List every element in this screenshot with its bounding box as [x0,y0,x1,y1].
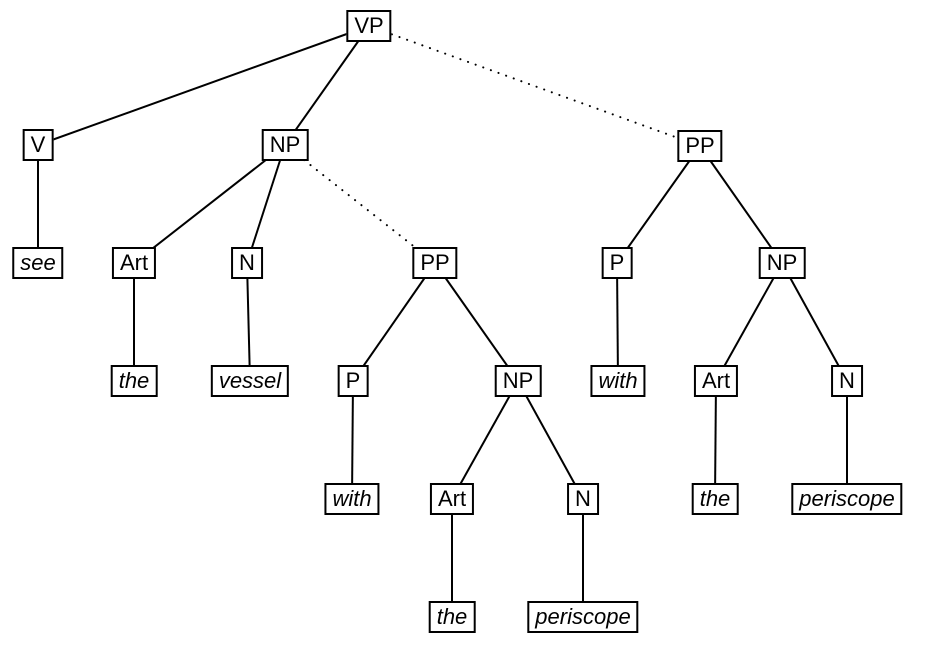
tree-node-periscope-mid: periscope [527,601,639,633]
tree-node-with-right: with [590,365,646,397]
tree-edge-pp-right-p-right [616,145,701,264]
tree-edge-vp-np-obj [284,25,370,146]
tree-node-n-obj: N [231,247,263,279]
tree-node-the-right: the [691,483,739,515]
tree-node-vessel: vessel [210,365,290,397]
tree-node-vp: VP [346,10,392,42]
tree-edge-np-right-art-right [715,262,783,382]
tree-node-pp-right: PP [677,130,723,162]
tree-node-np-obj: NP [261,129,309,161]
tree-edge-pp-mid-p-mid [352,262,436,382]
tree-node-n-mid: N [567,483,599,515]
tree-node-v: V [22,129,54,161]
tree-edge-pp-mid-np-mid [434,262,519,382]
tree-edge-np-obj-pp-mid [284,144,436,264]
tree-edge-art-right-the-right [714,380,717,500]
tree-node-n-right: N [831,365,863,397]
tree-edge-vp-pp-right [368,25,701,147]
tree-edge-np-mid-n-mid [517,380,584,500]
tree-edge-np-obj-art-obj [133,144,286,264]
tree-node-art-right: Art [693,365,739,397]
tree-node-see: see [12,247,64,279]
tree-node-p-right: P [601,247,633,279]
tree-node-art-mid: Art [429,483,475,515]
tree-node-art-obj: Art [111,247,157,279]
tree-edge-p-right-with-right [616,262,619,382]
tree-node-the-mid: the [428,601,476,633]
tree-edge-p-mid-with-mid [351,380,354,500]
tree-edge-np-right-n-right [781,262,848,382]
tree-edge-pp-right-np-right [699,145,783,264]
tree-node-np-right: NP [758,247,806,279]
tree-node-with-mid: with [324,483,380,515]
tree-edge-vp-v [37,25,370,146]
tree-node-pp-mid: PP [412,247,458,279]
tree-node-np-mid: NP [494,365,542,397]
tree-edge-n-obj-vessel [246,262,251,382]
tree-edge-np-obj-n-obj [246,144,286,264]
tree-node-the-obj: the [110,365,158,397]
tree-node-p-mid: P [337,365,369,397]
tree-edge-np-mid-art-mid [451,380,519,500]
tree-node-periscope-right: periscope [791,483,903,515]
